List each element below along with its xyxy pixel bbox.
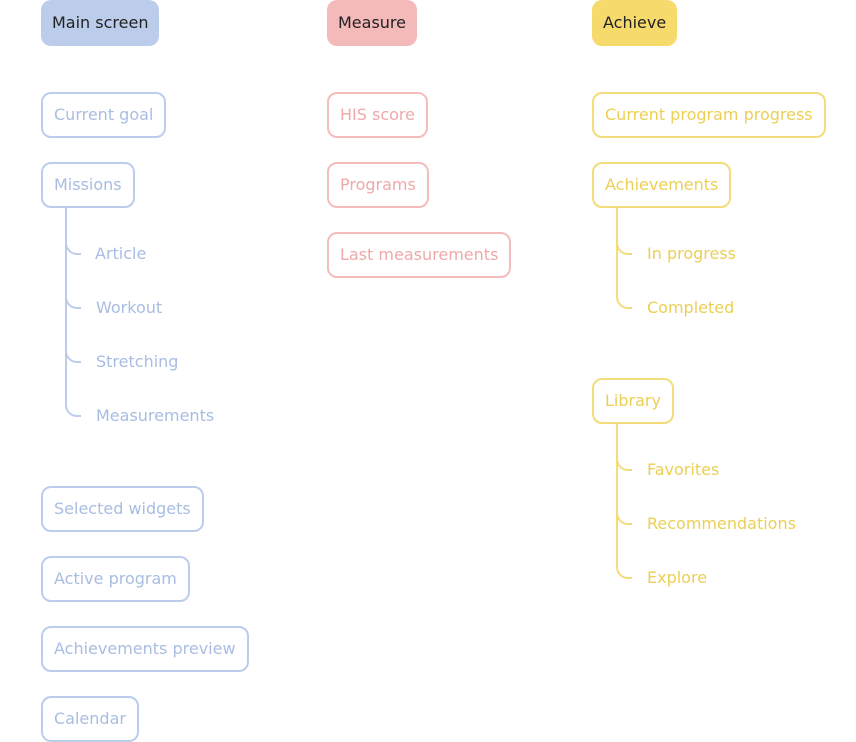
mission-article: Article [95,244,147,263]
mission-workout: Workout [96,298,163,317]
his-score-node: HIS score [327,92,428,138]
achievements-connector [616,240,632,255]
calendar-node: Calendar [41,696,139,742]
library-node: Library [592,378,674,424]
achievements-preview-node: Achievements preview [41,626,249,672]
main-screen-header: Main screen [41,0,160,46]
library-recommendations: Recommendations [647,514,796,533]
library-connector [616,558,632,579]
library-explore: Explore [647,568,708,587]
active-program-node: Active program [41,556,190,602]
missions-connector [65,240,81,255]
measure-header: Measure [327,0,417,46]
missions-connector [65,396,81,417]
achievements-connector [616,288,632,309]
library-tree-line [616,424,618,558]
mission-measurements: Measurements [96,406,215,425]
achieve-header: Achieve [592,0,678,46]
missions-connector [65,294,81,309]
selected-widgets-node: Selected widgets [41,486,204,532]
mission-stretching: Stretching [96,352,179,371]
programs-node: Programs [327,162,429,208]
missions-node: Missions [41,162,135,208]
library-favorites: Favorites [647,460,720,479]
last-measurements-node: Last measurements [327,232,512,278]
library-connector [616,456,632,471]
current-goal-node: Current goal [41,92,167,138]
library-connector [616,510,632,525]
achievements-in-progress: In progress [647,244,737,263]
achievements-node: Achievements [592,162,732,208]
current-program-progress-node: Current program progress [592,92,826,138]
achievements-completed: Completed [647,298,735,317]
missions-connector [65,348,81,363]
